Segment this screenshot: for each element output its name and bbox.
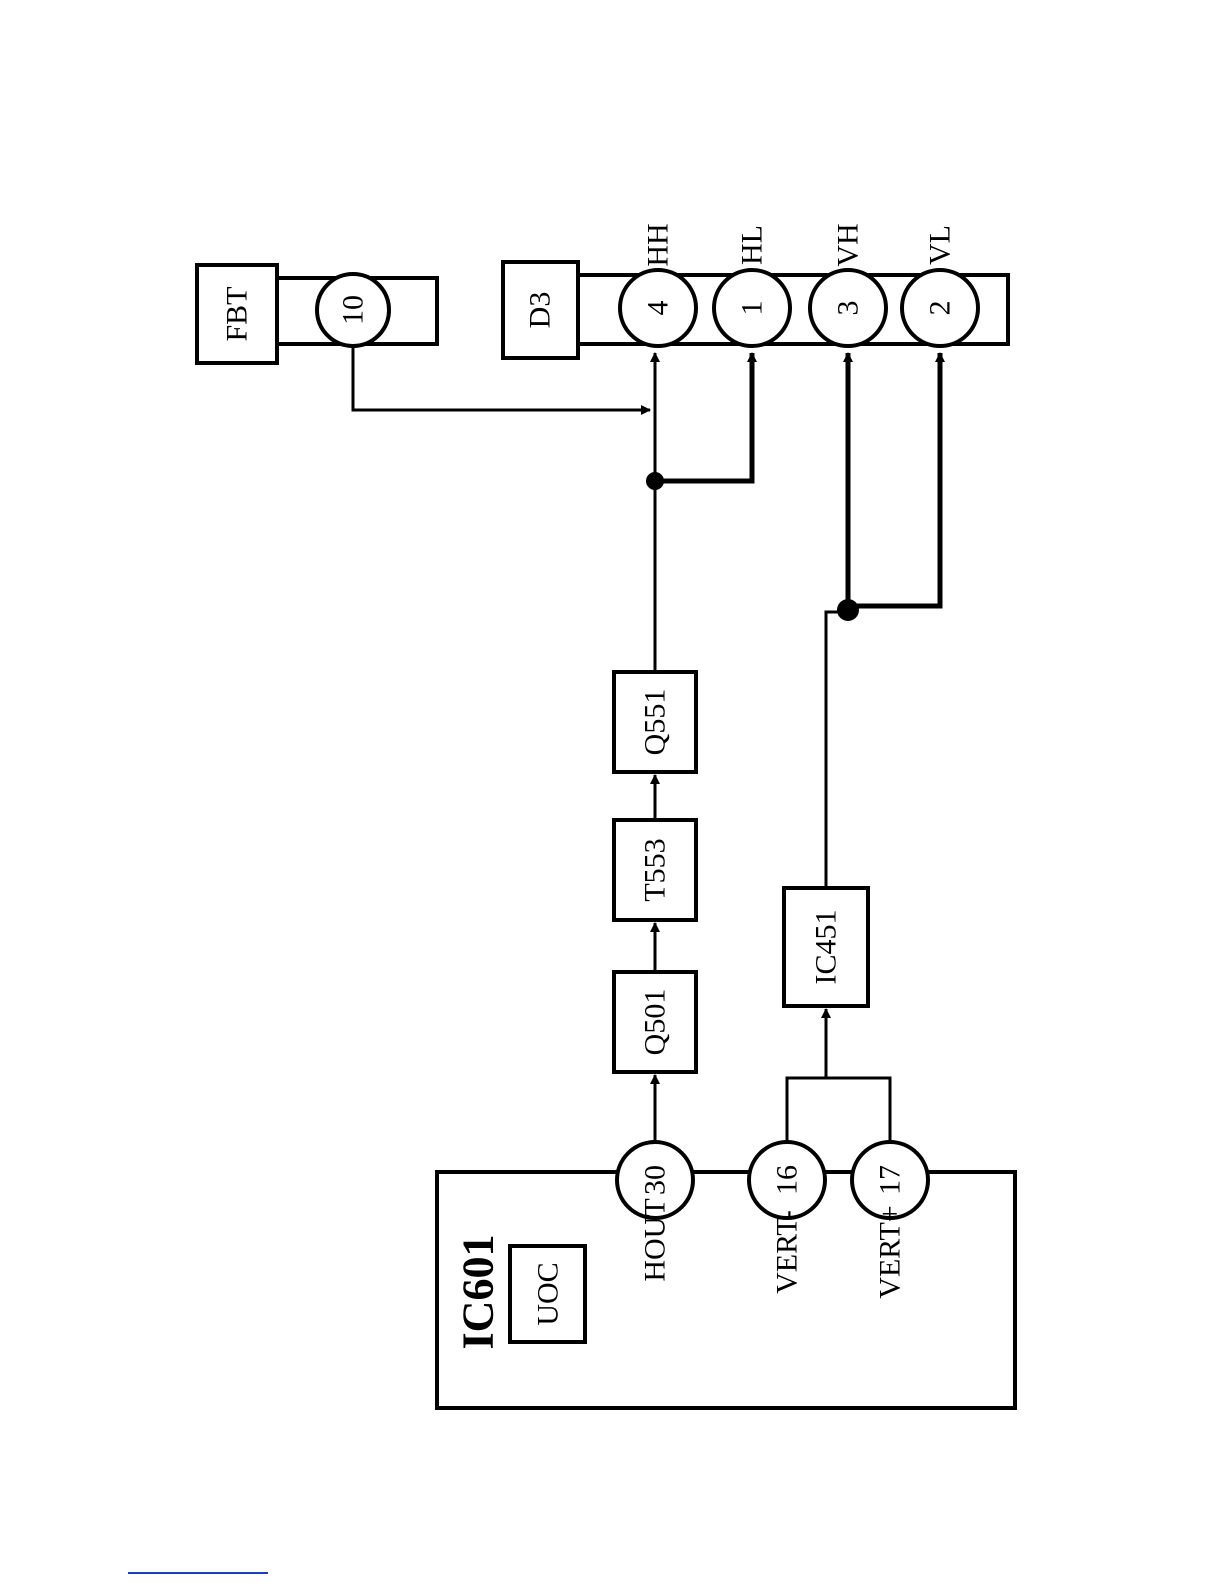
q551-label: Q551: [639, 689, 672, 756]
fbt-label: FBT: [221, 286, 254, 341]
d3-pin-hh: 4 HH: [620, 223, 696, 346]
d3-pin-vl: 2 VL: [902, 225, 978, 346]
q501-label: Q501: [639, 989, 672, 1056]
d3-pin-vl-number: 2: [924, 301, 957, 316]
wire-ic451-to-junction: [826, 612, 848, 888]
d3-pin-hl: 1 HL: [714, 225, 790, 346]
ic601-pin-vert-minus-number: 16: [771, 1165, 804, 1195]
ic601-title: IC601: [454, 1235, 503, 1350]
d3-pin-hh-number: 4: [642, 301, 675, 316]
d3-pin-hl-label: HL: [736, 225, 769, 265]
fbt-block: FBT 10: [197, 265, 437, 363]
wire-vert-to-ic451: [787, 1078, 890, 1145]
ic601-pin-vert-plus-label: VERT+: [874, 1205, 907, 1298]
fbt-pin-10: 10: [317, 274, 389, 346]
ic451-block: IC451: [784, 888, 868, 1006]
d3-pin-hh-label: HH: [642, 223, 675, 266]
d3-pin-vh-label: VH: [832, 223, 865, 266]
ic601-pin-hout-label: HOUT: [639, 1198, 672, 1281]
d3-pin-vl-label: VL: [924, 225, 957, 265]
d3-pin-vh: 3 VH: [810, 223, 886, 346]
wire-junction-to-hl: [655, 353, 752, 481]
d3-pin-hl-number: 1: [736, 301, 769, 316]
ic601-pin-vert-minus-label: VERT-: [771, 1210, 804, 1294]
ic601-block: IC601 UOC 30 HOUT 16 VERT- 17 VERT+: [437, 1142, 1015, 1408]
t553-label: T553: [639, 838, 672, 901]
d3-label: D3: [524, 292, 557, 329]
d3-block: D3 4 HH 1 HL 3 VH 2 VL: [503, 223, 1008, 358]
wire-junction-to-vl: [848, 353, 940, 606]
ic601-pin-vert-plus-number: 17: [874, 1165, 907, 1195]
d3-pin-vh-number: 3: [832, 301, 865, 316]
ic601-sub-label: UOC: [532, 1262, 565, 1325]
t553-block: T553: [614, 820, 696, 920]
q501-block: Q501: [614, 972, 696, 1072]
fbt-pin-number: 10: [337, 295, 370, 325]
ic451-label: IC451: [810, 910, 843, 985]
ic601-pin-hout-number: 30: [639, 1165, 672, 1195]
footer-rule: [128, 1572, 268, 1574]
q551-block: Q551: [614, 672, 696, 772]
